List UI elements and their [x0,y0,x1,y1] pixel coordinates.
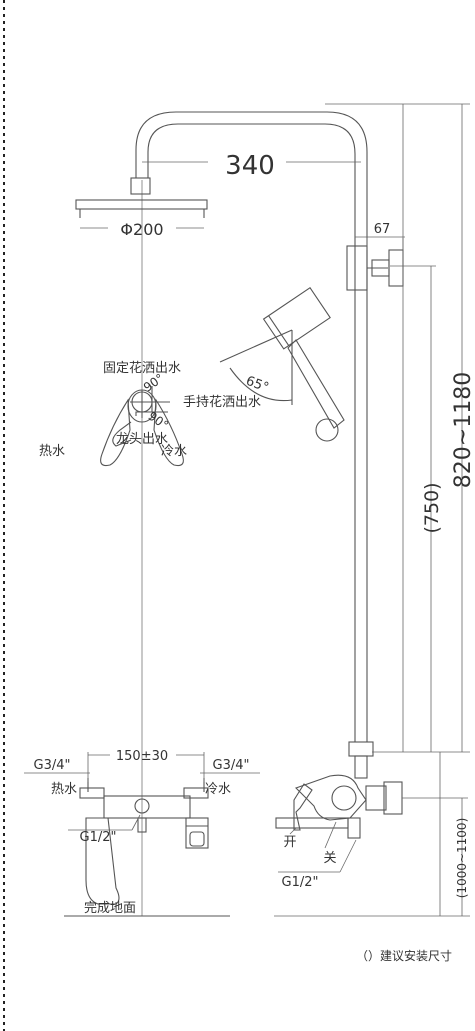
dim-angle-head: 65° [244,374,271,396]
label-cold-handle: 冷水 [161,444,187,459]
label-floor: 完成地面 [84,901,136,916]
label-install-note: （）建议安装尺寸 [356,948,452,963]
label-hot-handle: 热水 [39,444,65,459]
label-faucet: 龙头出水 [116,432,168,447]
label-close: 关 [323,851,336,866]
label-cold-inlet-size: G3/4" [213,758,250,773]
dim-bracket-offset: 67 [374,222,391,237]
label-side-outlet-size: G1/2" [282,875,319,890]
dim-inlet-spacing: 150±30 [116,749,168,764]
label-outlet-size: G1/2" [80,830,117,845]
front-view [24,111,368,917]
label-open: 开 [283,835,296,850]
dim-head-diameter: Φ200 [120,220,163,239]
label-hand-shower: 手持花洒出水 [183,394,261,410]
label-fixed-shower: 固定花洒出水 [103,360,181,376]
label-cold-inlet: 冷水 [205,782,231,797]
label-hot-inlet-size: G3/4" [34,758,71,773]
dim-install-height: (1000~1100) [455,818,469,899]
dim-arm-length: 340 [225,151,275,181]
dim-height-range: 820~1180 [451,372,475,488]
label-hot-inlet: 热水 [51,782,77,797]
side-view [219,103,470,917]
dim-recommended-height: (750) [421,482,443,533]
